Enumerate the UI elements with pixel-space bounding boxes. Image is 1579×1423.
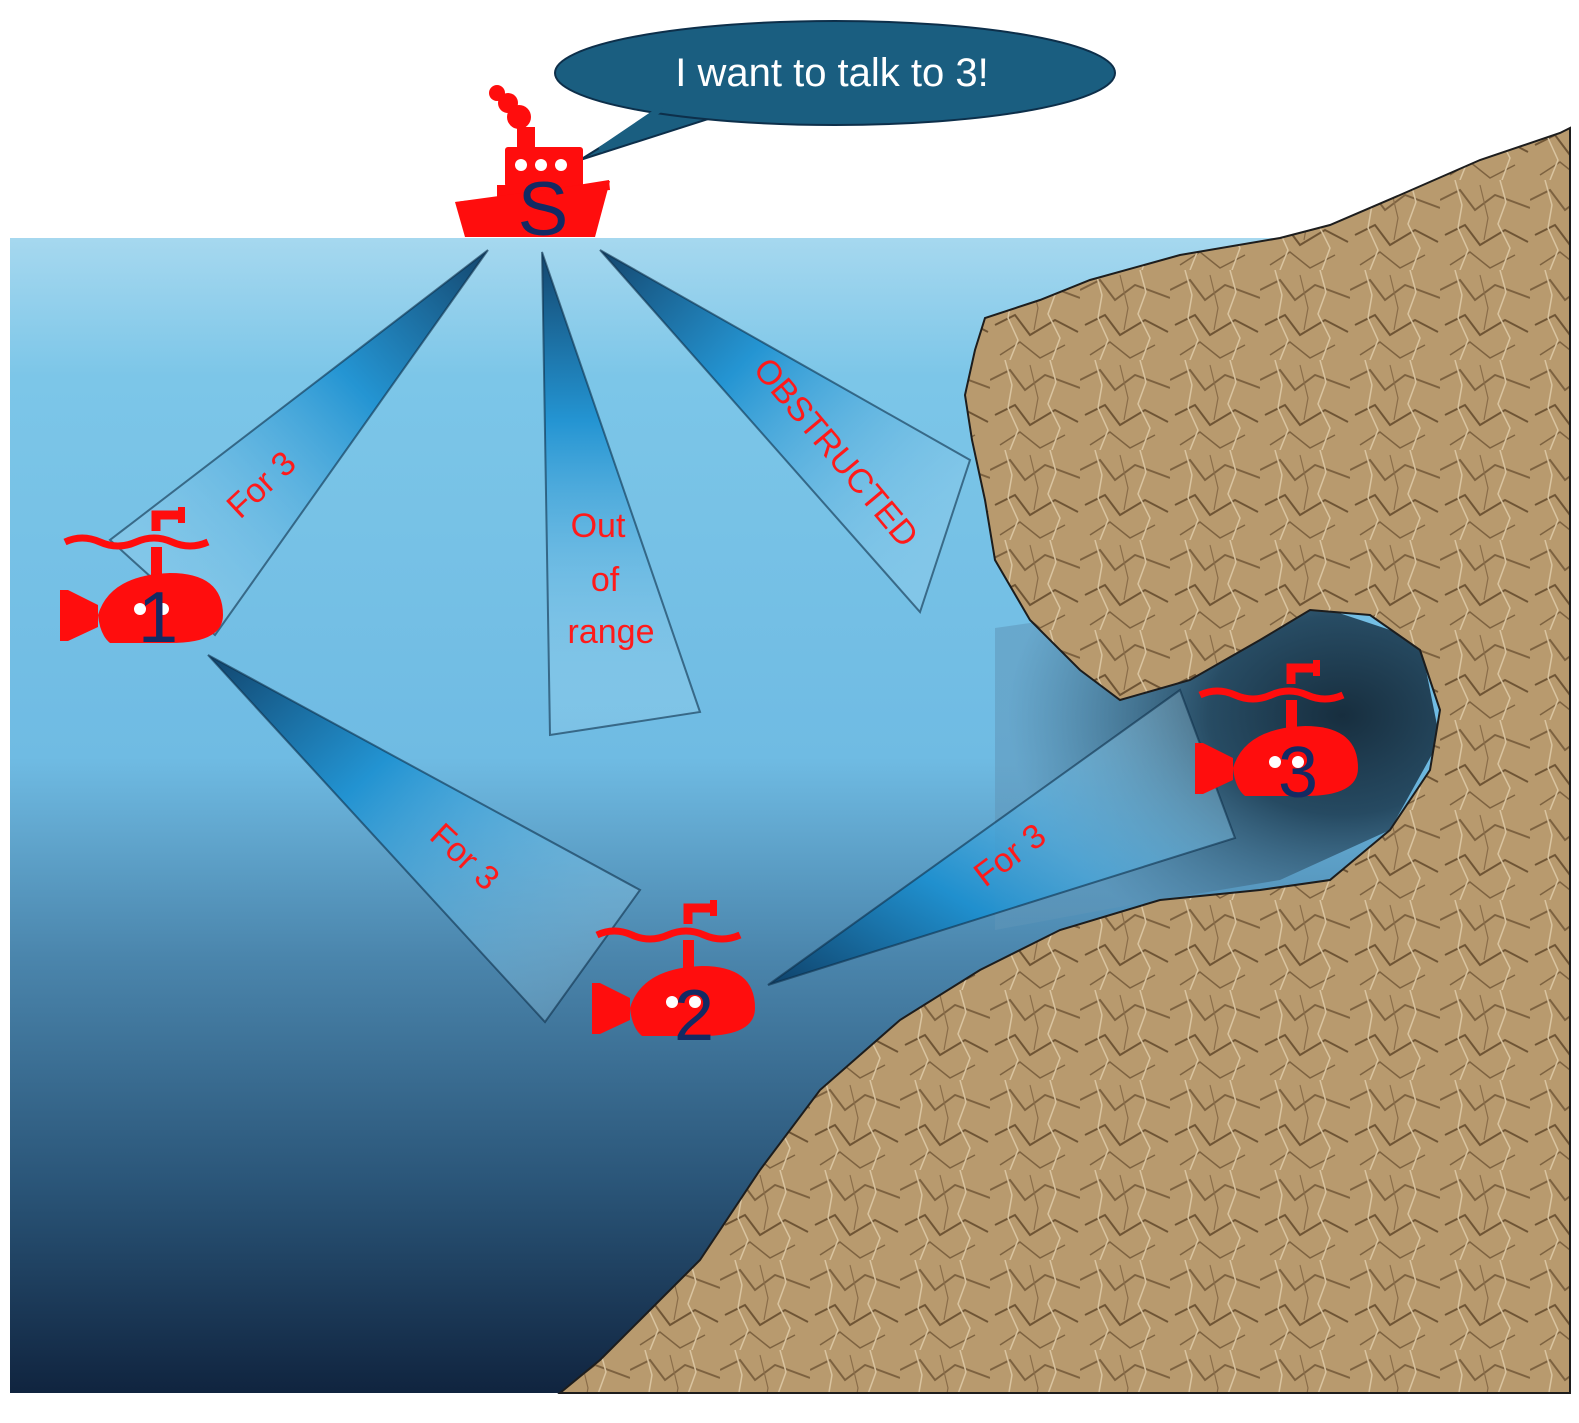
label-range: range xyxy=(568,613,655,651)
node-label-2: 2 xyxy=(674,976,714,1056)
submarine-icon xyxy=(592,900,755,1036)
submarine-icon xyxy=(1195,660,1358,796)
rock-cliff xyxy=(557,126,1571,1394)
beam-ship-to-rock xyxy=(599,249,972,614)
steam-ship-icon xyxy=(455,85,610,237)
speech-bubble-text: I want to talk to 3! xyxy=(675,51,989,95)
node-label-3: 3 xyxy=(1278,733,1318,813)
label-out: Out xyxy=(571,507,626,545)
label-of: of xyxy=(591,561,620,599)
beam-ship-center xyxy=(541,251,702,737)
speech-bubble: I want to talk to 3! xyxy=(554,20,1116,161)
beam-sub1-to-sub2 xyxy=(207,654,642,1024)
node-label-1: 1 xyxy=(138,578,178,658)
node-label-s: S xyxy=(518,167,569,252)
submarine-icon xyxy=(60,507,223,643)
